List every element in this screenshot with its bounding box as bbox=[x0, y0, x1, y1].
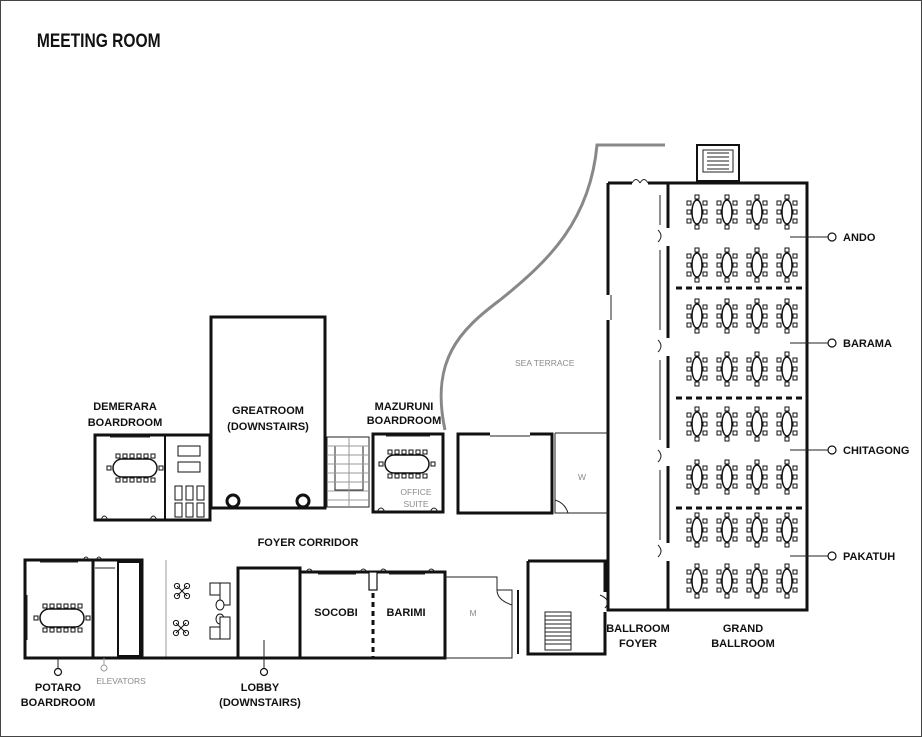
round-table bbox=[686, 512, 708, 548]
ballroom-partitions bbox=[676, 286, 805, 510]
ballroom-door-top bbox=[631, 179, 649, 184]
round-table bbox=[716, 406, 738, 442]
round-table bbox=[746, 298, 768, 334]
round-table bbox=[686, 459, 708, 495]
round-table bbox=[716, 512, 738, 548]
greatroom-label-1: GREATROOM bbox=[232, 405, 304, 417]
round-table bbox=[746, 247, 768, 283]
staircase-bottom bbox=[517, 559, 609, 656]
w-room-label: W bbox=[578, 472, 586, 482]
socobi-barimi[interactable] bbox=[300, 568, 447, 660]
section-ando[interactable]: ANDO bbox=[843, 232, 876, 244]
ballroom-foyer-wall bbox=[606, 183, 668, 612]
elevators-label: ELEVATORS bbox=[96, 676, 146, 686]
round-table bbox=[776, 194, 798, 230]
ballroom-foyer-label-2: FOYER bbox=[619, 638, 657, 650]
m-room bbox=[445, 576, 513, 659]
round-table bbox=[686, 194, 708, 230]
demerara-label-2: BOARDROOM bbox=[88, 417, 163, 429]
round-table bbox=[776, 351, 798, 387]
round-table bbox=[716, 194, 738, 230]
round-table bbox=[776, 406, 798, 442]
lobby-label-1: LOBBY bbox=[241, 682, 280, 694]
mazuruni-boardroom[interactable] bbox=[371, 432, 445, 514]
socobi-label[interactable]: SOCOBI bbox=[314, 607, 357, 619]
office-suite-label-1: OFFICE bbox=[400, 487, 431, 497]
potaro-label-2: BOARDROOM bbox=[21, 697, 96, 709]
round-table bbox=[686, 247, 708, 283]
section-barama[interactable]: BARAMA bbox=[843, 338, 892, 350]
lobby[interactable] bbox=[236, 566, 302, 677]
foyer-corridor-label: FOYER CORRIDOR bbox=[258, 537, 359, 549]
terrace-room bbox=[456, 432, 554, 515]
round-table bbox=[746, 563, 768, 599]
round-table bbox=[776, 247, 798, 283]
demerara-label-1: DEMERARA bbox=[93, 401, 157, 413]
demerara-boardroom[interactable] bbox=[93, 433, 212, 522]
round-table bbox=[686, 563, 708, 599]
grand-ballroom-label-1: GRAND bbox=[723, 623, 763, 635]
m-room-label: M bbox=[469, 608, 476, 618]
round-table bbox=[776, 563, 798, 599]
greatroom[interactable] bbox=[209, 315, 327, 510]
elevators bbox=[82, 556, 144, 672]
round-table bbox=[686, 351, 708, 387]
round-table bbox=[716, 459, 738, 495]
round-table bbox=[686, 406, 708, 442]
office-suite-label-2: SUITE bbox=[403, 499, 428, 509]
w-room bbox=[554, 432, 608, 514]
mazuruni-label-2: BOARDROOM bbox=[367, 415, 442, 427]
round-table bbox=[716, 298, 738, 334]
lobby-seating bbox=[172, 582, 231, 640]
round-table bbox=[716, 247, 738, 283]
section-chitagong[interactable]: CHITAGONG bbox=[843, 445, 909, 457]
section-pakatuh[interactable]: PAKATUH bbox=[843, 551, 895, 563]
section-markers bbox=[790, 232, 837, 561]
round-table bbox=[746, 194, 768, 230]
staircase-top bbox=[696, 144, 740, 182]
round-table bbox=[716, 351, 738, 387]
round-table bbox=[776, 459, 798, 495]
ballroom-foyer-label-1: BALLROOM bbox=[606, 623, 670, 635]
sea-terrace-outline bbox=[439, 143, 665, 431]
grand-ballroom-label-2: BALLROOM bbox=[711, 638, 775, 650]
round-table bbox=[716, 563, 738, 599]
round-table bbox=[686, 298, 708, 334]
lobby-label-2: (DOWNSTAIRS) bbox=[219, 697, 301, 709]
round-table bbox=[776, 298, 798, 334]
round-table bbox=[746, 459, 768, 495]
sea-terrace-label: SEA TERRACE bbox=[515, 358, 575, 368]
mazuruni-label-1: MAZURUNI bbox=[375, 401, 434, 413]
potaro-label-1: POTARO bbox=[35, 682, 82, 694]
grand-ballroom-wall bbox=[608, 181, 809, 612]
barimi-label[interactable]: BARIMI bbox=[386, 607, 425, 619]
round-table bbox=[776, 512, 798, 548]
round-table bbox=[746, 512, 768, 548]
round-table bbox=[746, 406, 768, 442]
greatroom-label-2: (DOWNSTAIRS) bbox=[227, 421, 309, 433]
ballroom-doors bbox=[657, 195, 671, 561]
staircase-middle bbox=[326, 436, 370, 508]
page-title: MEETING ROOM bbox=[37, 30, 161, 52]
potaro-boardroom[interactable] bbox=[23, 558, 95, 677]
round-table bbox=[746, 351, 768, 387]
